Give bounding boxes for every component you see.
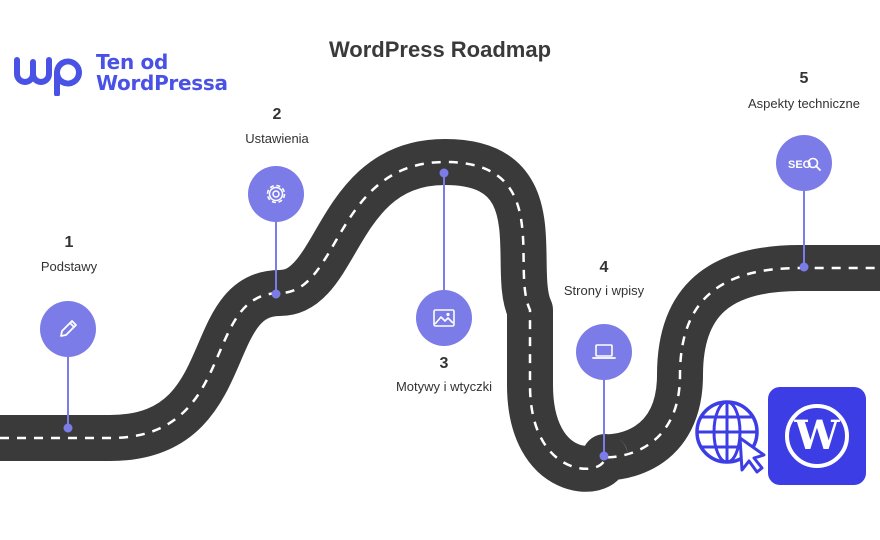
step-1-marker — [40, 301, 96, 357]
step-5-label: Aspekty techniczne — [747, 96, 860, 111]
step-1-label: Podstawy — [40, 259, 98, 274]
gear-icon — [266, 184, 286, 204]
globe-cursor-icon — [695, 400, 766, 474]
road-marker-2 — [271, 289, 281, 299]
step-1-number: 1 — [64, 234, 74, 251]
brand-line-1: Ten od — [96, 50, 169, 74]
road-marker-5 — [799, 262, 809, 272]
step-2-number: 2 — [272, 106, 282, 123]
step-2-marker — [248, 166, 304, 222]
brand-line-2: WordPressa — [96, 71, 228, 95]
laptop-icon — [592, 344, 616, 359]
wp-monogram-icon — [14, 57, 82, 96]
seo-icon: SEO — [788, 157, 821, 171]
seo-icon-text: SEO — [788, 159, 812, 171]
step-3-number: 3 — [439, 355, 449, 372]
brand-logo: Ten od WordPressa — [12, 50, 228, 96]
step-5-marker: SEO — [776, 135, 832, 191]
step-4-label: Strony i wpisy — [563, 283, 645, 298]
road-marker-3 — [439, 168, 449, 178]
road-marker-1 — [63, 423, 73, 433]
svg-text:W: W — [794, 412, 841, 459]
step-2-label: Ustawienia — [245, 131, 309, 146]
wordpress-logo-badge: W — [768, 387, 866, 485]
road-center-line — [0, 160, 880, 470]
step-4-number: 4 — [599, 259, 609, 276]
pencil-icon — [60, 320, 77, 337]
image-icon — [433, 309, 455, 327]
step-5-number: 5 — [799, 70, 809, 87]
road-marker-4 — [599, 451, 609, 461]
page-title: WordPress Roadmap — [328, 37, 552, 62]
wordpress-logo-icon: W — [785, 404, 849, 468]
brand-name: Ten od WordPressa — [96, 52, 228, 94]
step-4-marker — [576, 324, 632, 380]
step-3-marker — [416, 290, 472, 346]
step-3-label: Motywy i wtyczki — [395, 379, 493, 394]
